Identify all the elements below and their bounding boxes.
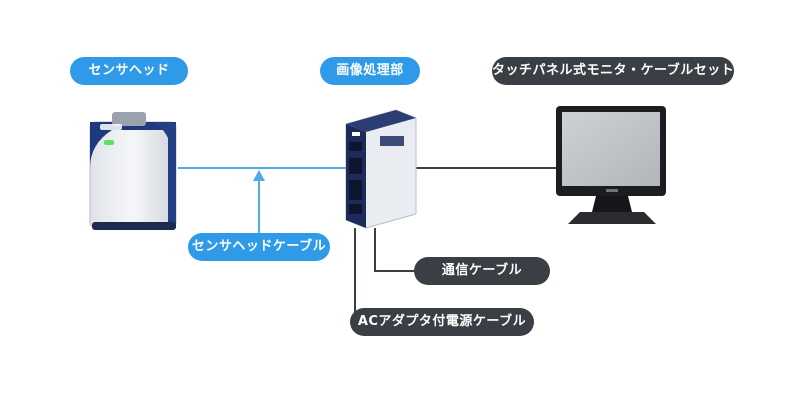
label-monitor-set: タッチパネル式モニタ・ケーブルセット <box>492 57 734 85</box>
label-ac-cable: ACアダプタ付電源ケーブル <box>350 308 534 336</box>
ac-cable-line <box>354 228 358 323</box>
label-sensor-head: センサヘッド <box>70 57 188 85</box>
label-image-processor: 画像処理部 <box>320 57 420 85</box>
controller-device <box>345 109 417 229</box>
sensor-cable-arrowhead <box>253 170 265 181</box>
comm-cable-line <box>374 228 414 272</box>
label-comm-cable: 通信ケーブル <box>414 257 550 285</box>
sensor-head-device <box>89 112 177 230</box>
touch-monitor-device <box>556 106 666 224</box>
label-sensor-cable: センサヘッドケーブル <box>188 233 330 261</box>
